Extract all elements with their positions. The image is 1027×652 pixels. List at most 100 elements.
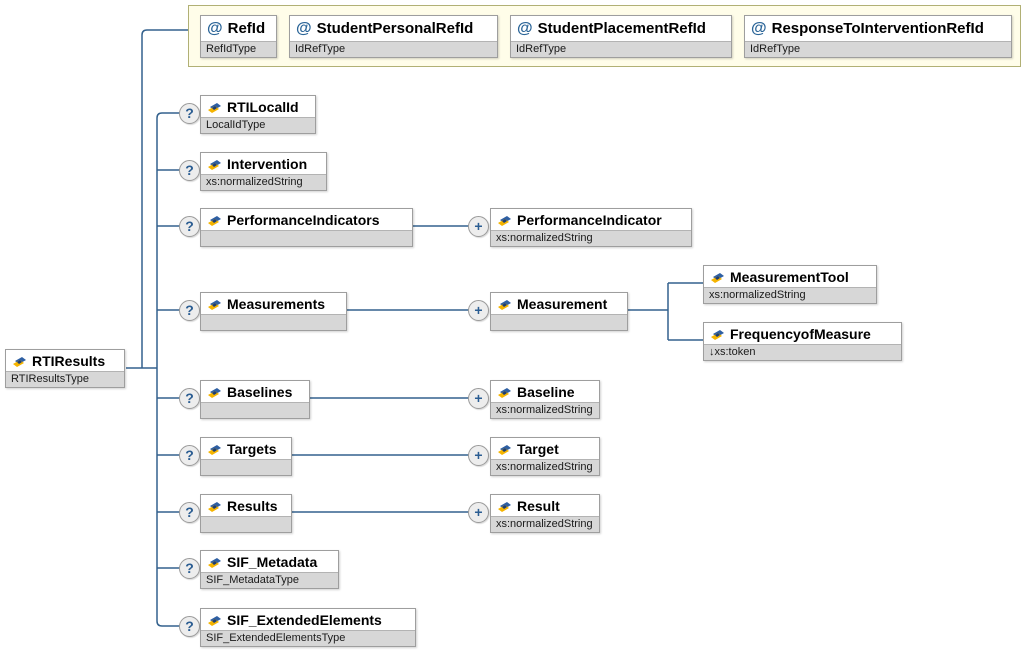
element-node-rtilocalid[interactable]: RTILocalId LocalIdType — [200, 95, 316, 134]
element-icon — [497, 298, 512, 310]
element-name: Results — [227, 497, 278, 514]
element-name: Baseline — [517, 383, 575, 400]
element-icon — [710, 271, 725, 283]
optional-marker-baselines[interactable]: ? — [179, 388, 200, 409]
element-name: PerformanceIndicator — [517, 211, 662, 228]
element-name: SIF_ExtendedElements — [227, 611, 382, 628]
element-type: RTIResultsType — [6, 371, 124, 387]
element-type: xs:normalizedString — [704, 287, 876, 303]
attribute-name: ResponseToInterventionRefId — [771, 20, 984, 37]
element-node-baselines[interactable]: Baselines — [200, 380, 310, 419]
element-node-intervention[interactable]: Intervention xs:normalizedString — [200, 152, 327, 191]
attribute-name: StudentPlacementRefId — [537, 20, 706, 37]
element-node-measurement[interactable]: Measurement — [490, 292, 628, 331]
element-icon — [207, 386, 222, 398]
element-type: xs:normalizedString — [491, 459, 599, 475]
element-icon — [207, 158, 222, 170]
element-node-frequencyofmeasure[interactable]: FrequencyofMeasure ↓xs:token — [703, 322, 902, 361]
element-icon — [497, 443, 512, 455]
element-node-target[interactable]: Target xs:normalizedString — [490, 437, 600, 476]
element-name: Measurements — [227, 295, 326, 312]
element-icon — [207, 614, 222, 626]
repeat-marker-performanceindicator[interactable]: + — [468, 216, 489, 237]
element-node-performanceindicator[interactable]: PerformanceIndicator xs:normalizedString — [490, 208, 692, 247]
element-type: ↓xs:token — [704, 344, 901, 360]
connector-children-trunk — [156, 112, 180, 627]
element-node-measurements[interactable]: Measurements — [200, 292, 347, 331]
optional-marker-intervention[interactable]: ? — [179, 160, 200, 181]
element-type: xs:normalizedString — [491, 516, 599, 532]
repeat-marker-measurement[interactable]: + — [468, 300, 489, 321]
optional-marker-sif-metadata[interactable]: ? — [179, 558, 200, 579]
attribute-type: IdRefType — [745, 41, 1011, 57]
element-icon — [207, 556, 222, 568]
attribute-icon: @ — [207, 19, 223, 37]
attribute-node-studentpersonalrefid[interactable]: @ StudentPersonalRefId IdRefType — [289, 15, 498, 58]
element-name: Target — [517, 440, 559, 457]
element-node-measurementtool[interactable]: MeasurementTool xs:normalizedString — [703, 265, 877, 304]
element-node-baseline[interactable]: Baseline xs:normalizedString — [490, 380, 600, 419]
element-type: SIF_ExtendedElementsType — [201, 630, 415, 646]
element-name: Targets — [227, 440, 277, 457]
element-name: RTIResults — [32, 352, 106, 369]
element-name: Result — [517, 497, 560, 514]
element-node-sif-extendedelements[interactable]: SIF_ExtendedElements SIF_ExtendedElement… — [200, 608, 416, 647]
optional-marker-results[interactable]: ? — [179, 502, 200, 523]
element-type — [201, 314, 346, 330]
element-node-results[interactable]: Results — [200, 494, 292, 533]
element-type — [201, 402, 309, 418]
repeat-marker-result[interactable]: + — [468, 502, 489, 523]
element-type — [491, 314, 627, 330]
element-name: MeasurementTool — [730, 268, 849, 285]
element-icon — [207, 500, 222, 512]
attribute-icon: @ — [517, 19, 533, 37]
element-name: SIF_Metadata — [227, 553, 318, 570]
element-name: Intervention — [227, 155, 308, 172]
element-name: RTILocalId — [227, 98, 299, 115]
element-node-performanceindicators[interactable]: PerformanceIndicators — [200, 208, 413, 247]
element-name: Measurement — [517, 295, 608, 312]
optional-marker-sif-extendedelements[interactable]: ? — [179, 616, 200, 637]
element-name: Baselines — [227, 383, 293, 400]
connector-measurement-branch — [628, 282, 703, 341]
element-node-result[interactable]: Result xs:normalizedString — [490, 494, 600, 533]
optional-marker-rtilocalid[interactable]: ? — [179, 103, 200, 124]
element-icon — [207, 298, 222, 310]
element-type: LocalIdType — [201, 117, 315, 133]
element-type: SIF_MetadataType — [201, 572, 338, 588]
optional-marker-targets[interactable]: ? — [179, 445, 200, 466]
attributes-group: @ RefId RefIdType @ StudentPersonalRefId… — [188, 5, 1021, 67]
element-node-sif-metadata[interactable]: SIF_Metadata SIF_MetadataType — [200, 550, 339, 589]
repeat-marker-baseline[interactable]: + — [468, 388, 489, 409]
element-type — [201, 516, 291, 532]
attribute-node-studentplacementrefid[interactable]: @ StudentPlacementRefId IdRefType — [510, 15, 732, 58]
element-node-rtiresults[interactable]: RTIResults RTIResultsType — [5, 349, 125, 388]
element-type: xs:normalizedString — [201, 174, 326, 190]
element-icon — [497, 214, 512, 226]
repeat-marker-target[interactable]: + — [468, 445, 489, 466]
attribute-node-refid[interactable]: @ RefId RefIdType — [200, 15, 277, 58]
element-icon — [207, 443, 222, 455]
attribute-icon: @ — [751, 19, 767, 37]
element-node-targets[interactable]: Targets — [200, 437, 292, 476]
element-name: FrequencyofMeasure — [730, 325, 871, 342]
element-type — [201, 230, 412, 246]
element-icon — [207, 101, 222, 113]
element-type: xs:normalizedString — [491, 402, 599, 418]
attribute-type: IdRefType — [511, 41, 731, 57]
element-icon — [207, 214, 222, 226]
element-name: PerformanceIndicators — [227, 211, 380, 228]
attribute-name: RefId — [227, 20, 266, 37]
attribute-type: IdRefType — [290, 41, 497, 57]
element-type — [201, 459, 291, 475]
optional-marker-measurements[interactable]: ? — [179, 300, 200, 321]
attribute-name: StudentPersonalRefId — [316, 20, 474, 37]
element-icon — [497, 500, 512, 512]
attribute-icon: @ — [296, 19, 312, 37]
element-icon — [12, 355, 27, 367]
element-icon — [710, 328, 725, 340]
optional-marker-performanceindicators[interactable]: ? — [179, 216, 200, 237]
element-type: xs:normalizedString — [491, 230, 691, 246]
attribute-node-responsetointerventionrefid[interactable]: @ ResponseToInterventionRefId IdRefType — [744, 15, 1012, 58]
